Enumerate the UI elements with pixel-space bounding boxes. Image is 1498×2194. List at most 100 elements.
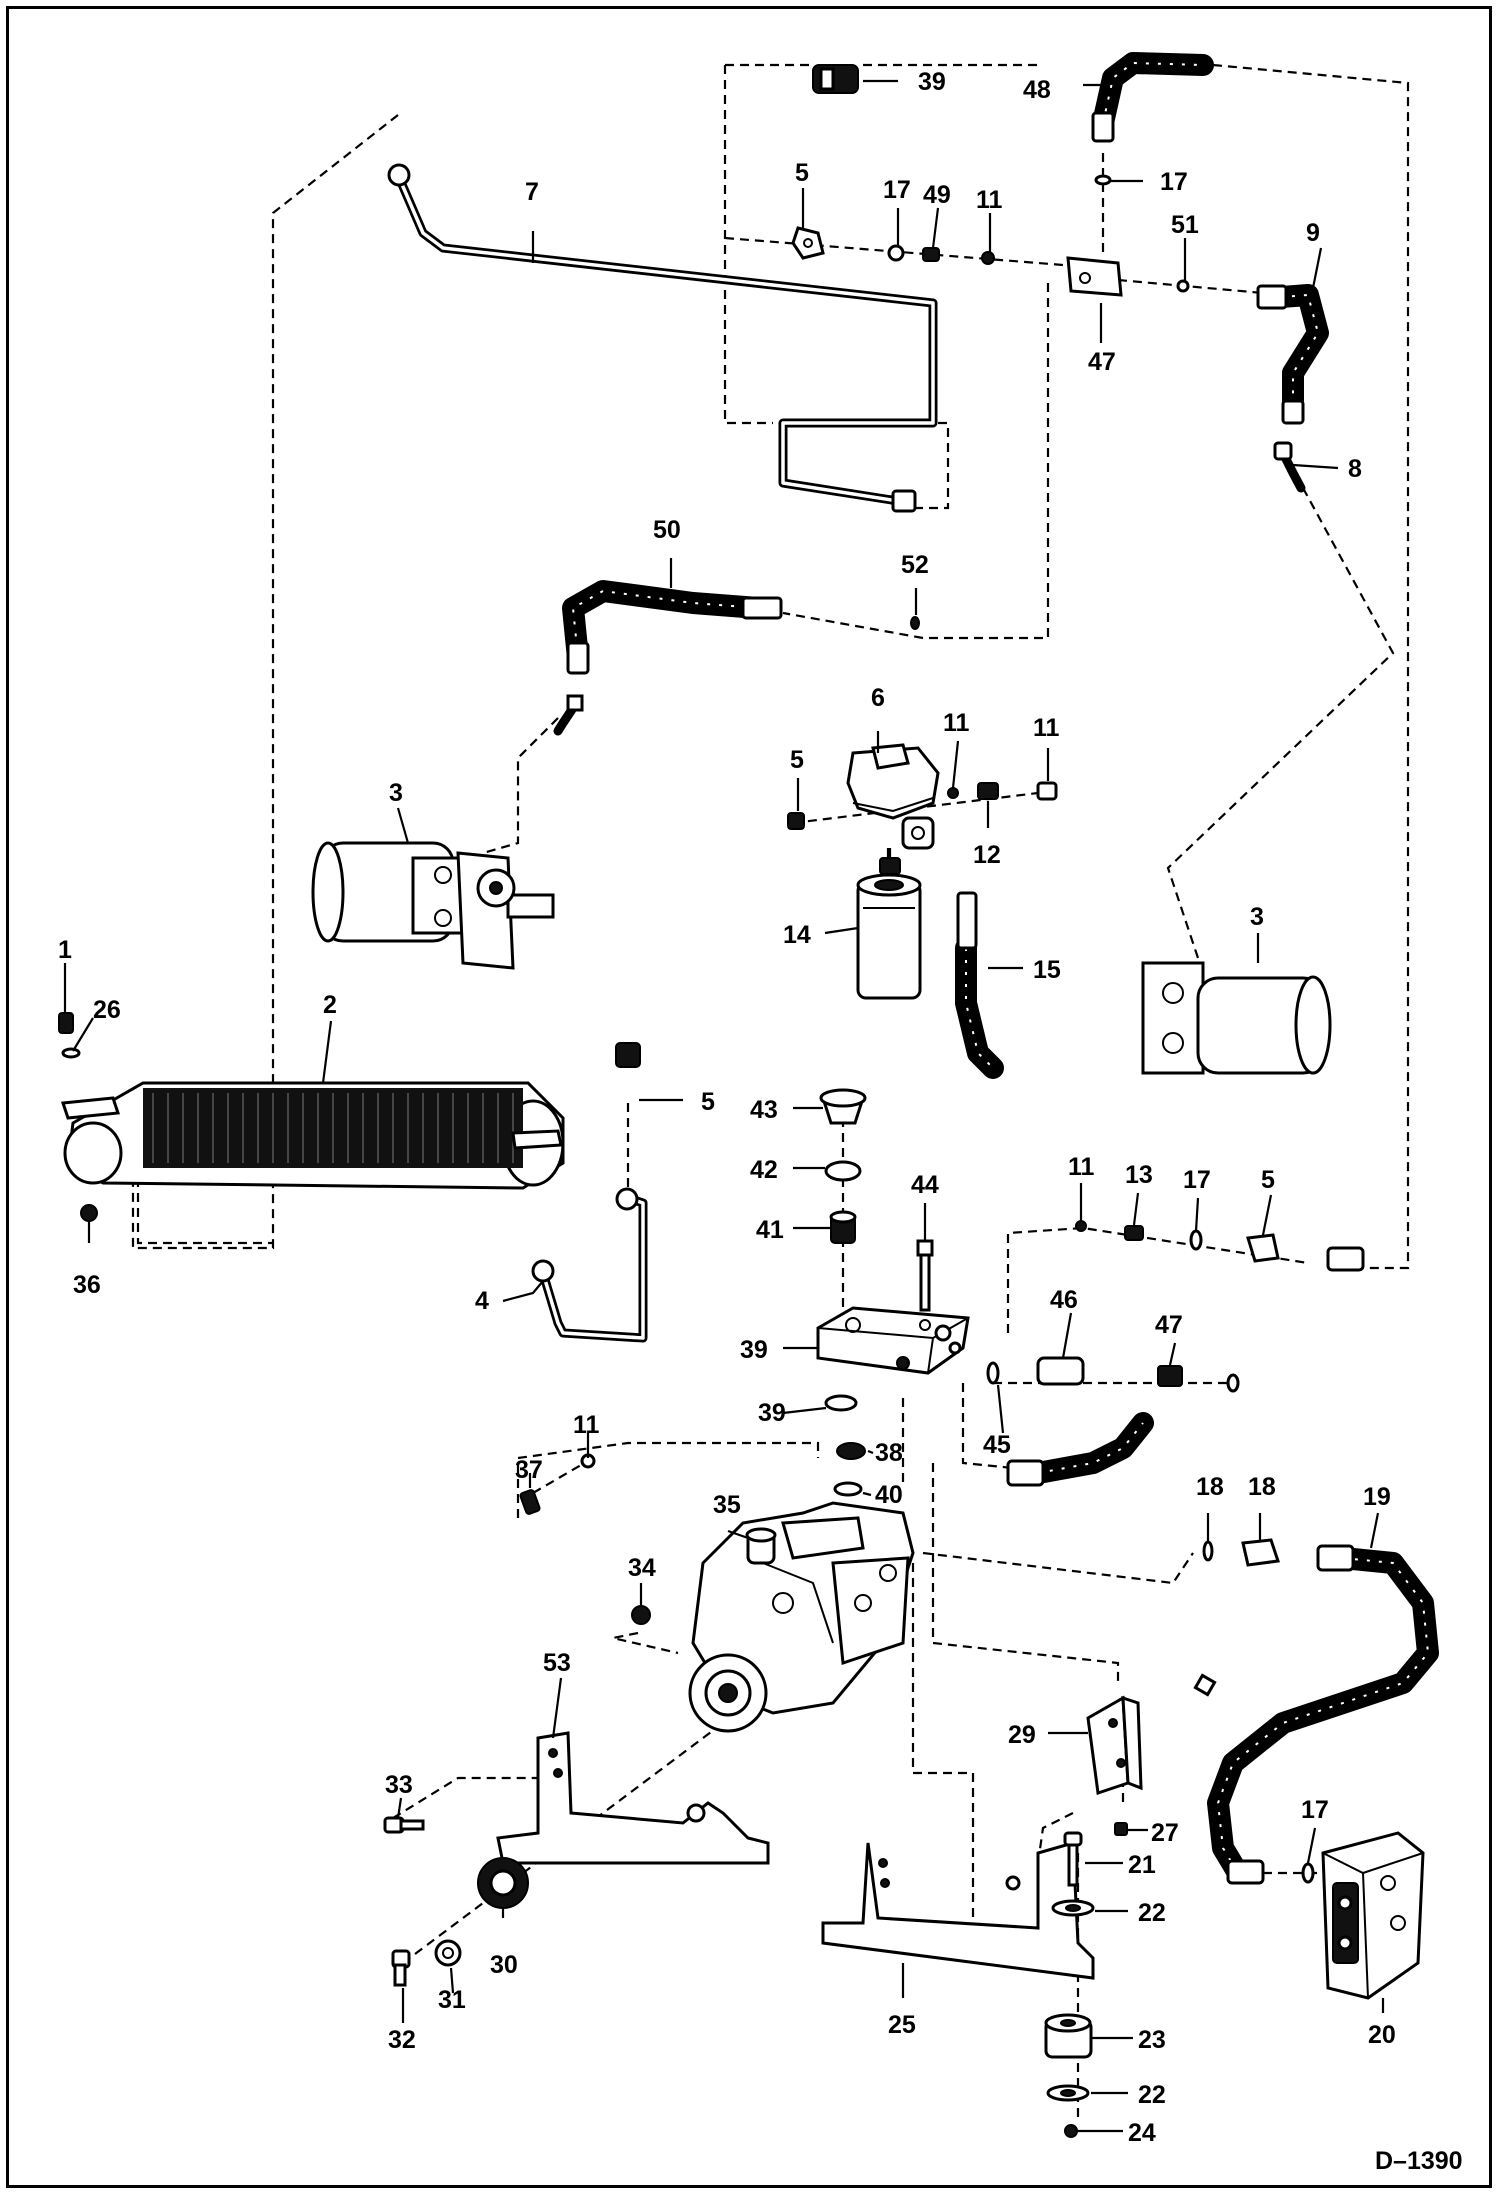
callout-22-lower: 22 [1138, 2081, 1166, 2109]
callout-34: 35 [713, 1491, 741, 1519]
callout-3-right: 3 [1250, 903, 1264, 931]
hose-10 [1256, 284, 1329, 425]
drawing-id: D–1390 [1375, 2147, 1463, 2175]
oring-44 [986, 1361, 1000, 1385]
callout-29: 30 [490, 1951, 518, 1979]
callout-25: 25 [888, 2011, 916, 2039]
callout-23: 23 [1138, 2026, 1166, 2054]
callout-19: 19 [1363, 1483, 1391, 1511]
callout-17-top: 17 [883, 176, 911, 204]
callout-1: 1 [58, 936, 72, 964]
callout-16: 15 [1033, 956, 1061, 984]
nut-35 [80, 1204, 98, 1222]
callout-31: 32 [388, 2026, 416, 2054]
callout-43: 44 [911, 1171, 939, 1199]
callout-52-mid: 52 [901, 551, 929, 579]
callout-6: 5 [790, 746, 804, 774]
oring-17-right [1189, 1229, 1203, 1251]
callout-13: 12 [973, 841, 1001, 869]
callout-17-right: 17 [1183, 1166, 1211, 1194]
callout-26: 26 [93, 996, 121, 1024]
callout-32: 33 [385, 1771, 413, 1799]
plug-11-filter [947, 787, 959, 799]
washer-30 [434, 1939, 462, 1967]
callout-8: 7 [525, 178, 539, 206]
oring-17-lower [1301, 1862, 1315, 1884]
bolt-43 [916, 1239, 934, 1312]
diagram-frame: 39 48 5 17 49 11 17 51 9 47 8 7 50 52 6 … [6, 6, 1492, 2188]
callout-49: 49 [923, 181, 951, 209]
callout-11-filter: 11 [943, 709, 970, 737]
hose-48 [1091, 52, 1214, 143]
callout-39-lower: 40 [875, 1481, 903, 1509]
washer-22-upper [1051, 1899, 1095, 1917]
callout-2: 2 [323, 991, 337, 1019]
callout-39-upper: 39 [758, 1399, 786, 1427]
callout-37: 38 [875, 1439, 903, 1467]
callout-9: 8 [1348, 455, 1362, 483]
washer-22-lower [1046, 2084, 1090, 2102]
oring-39-upper [824, 1394, 858, 1412]
callout-4: 4 [475, 1287, 489, 1315]
oring-41 [824, 1160, 862, 1182]
callout-53: 53 [543, 1649, 571, 1677]
callout-3-left: 3 [389, 779, 403, 807]
mounting-bracket-53 [496, 1731, 770, 1865]
sleeve-45 [1036, 1356, 1085, 1386]
callout-17-lower: 17 [1301, 1796, 1329, 1824]
callout-30: 31 [438, 1986, 466, 2014]
filter-head-7 [846, 743, 940, 850]
callout-42: 43 [750, 1096, 778, 1124]
callout-7: 6 [871, 684, 885, 712]
leader-lines [63, 79, 1385, 2133]
callout-52-top: 51 [1171, 211, 1199, 239]
bearing-29 [477, 1857, 529, 1909]
callout-38: 39 [740, 1336, 768, 1364]
hose-lower-manifold [1006, 1412, 1154, 1487]
callout-48: 48 [1023, 76, 1051, 104]
bolt-1 [58, 1012, 74, 1034]
callout-46: 47 [1155, 1311, 1183, 1339]
callout-5-right: 5 [1261, 1166, 1275, 1194]
callout-44: 45 [983, 1431, 1011, 1459]
callout-18-right: 18 [1248, 1473, 1276, 1501]
mounting-bracket-25 [821, 1841, 1095, 1980]
plug-46 [1157, 1365, 1240, 1393]
tee-block-47 [1066, 256, 1123, 297]
callout-47: 47 [1088, 348, 1116, 376]
control-valve-20 [1321, 1831, 1425, 2000]
bolt-31 [391, 1949, 411, 1987]
plug-11-right [1075, 1220, 1087, 1232]
fitting-40 [829, 1210, 857, 1244]
plug-14 [1124, 1225, 1144, 1241]
plug-33 [631, 1605, 651, 1625]
nut-24 [1064, 2124, 1078, 2138]
callout-45: 46 [1050, 1286, 1078, 1314]
manifold-block-38 [816, 1306, 970, 1375]
hydraulic-motor-3-left [311, 841, 555, 970]
oring-17-upper-right [1094, 174, 1112, 186]
filter-cartridge-15 [856, 873, 922, 1000]
callout-51: 39 [918, 68, 946, 96]
callout-27: 27 [1151, 1819, 1179, 1847]
nipple-filter [879, 857, 901, 875]
plug-11-top [981, 251, 995, 265]
callout-11-top: 11 [976, 186, 1003, 214]
callout-5-top: 5 [795, 159, 809, 187]
callout-15: 14 [783, 921, 811, 949]
callout-33: 34 [628, 1554, 656, 1582]
spacer-37 [836, 1442, 866, 1460]
fitting-5-top [791, 226, 825, 260]
oring-39-lower [833, 1481, 863, 1497]
plug-13 [977, 782, 999, 800]
callout-50: 50 [653, 516, 681, 544]
oring-52-mid [910, 616, 920, 630]
hose-19 [1207, 1544, 1439, 1885]
callout-5-radiator: 5 [701, 1088, 715, 1116]
hose-50 [553, 580, 783, 736]
callout-28: 29 [1008, 1721, 1036, 1749]
isolator-mount-23 [1044, 2013, 1093, 2059]
plug-12 [1036, 781, 1058, 801]
nut-27 [1114, 1822, 1128, 1836]
adapter-right [1326, 1246, 1365, 1272]
